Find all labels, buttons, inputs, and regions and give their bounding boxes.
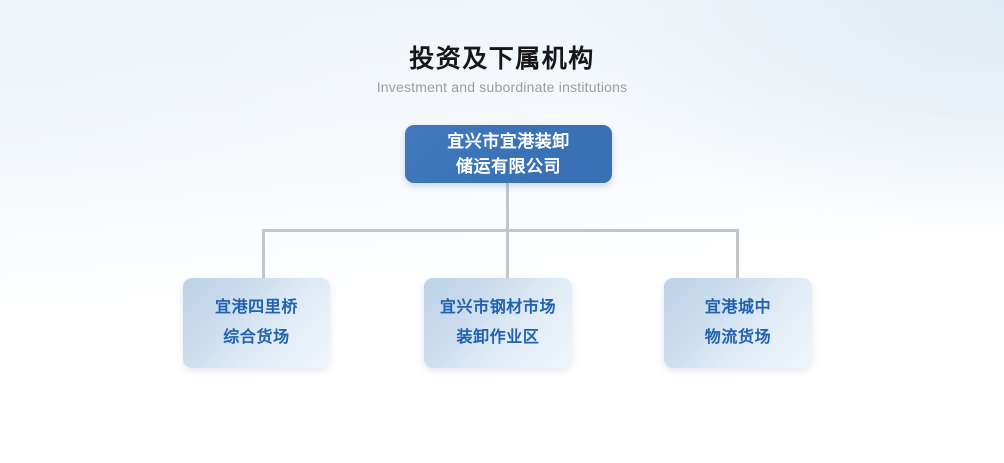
page-title: 投资及下属机构 (409, 45, 595, 73)
connector-stem-center (506, 229, 509, 279)
page-subtitle: Investment and subordinate institutions (376, 79, 628, 95)
connector-trunk (506, 182, 509, 232)
connector-horizontal-bus (262, 229, 739, 232)
org-node-child-label: 宜兴市钢材市场 装卸作业区 (439, 299, 557, 346)
org-node-child-label: 宜港城中 物流货场 (704, 299, 772, 346)
org-node-root-label: 宜兴市宜港装卸 储运有限公司 (447, 132, 570, 176)
org-node-child-chengzhong-logistics[interactable]: 宜港城中 物流货场 (664, 278, 812, 368)
page-header: 投资及下属机构 Investment and subordinate insti… (0, 44, 1004, 96)
org-node-root[interactable]: 宜兴市宜港装卸 储运有限公司 (405, 125, 612, 183)
connector-stem-left (262, 229, 265, 279)
org-node-child-label: 宜港四里桥 综合货场 (214, 299, 298, 346)
org-node-child-silijiao[interactable]: 宜港四里桥 综合货场 (183, 278, 330, 368)
org-node-child-steel-market[interactable]: 宜兴市钢材市场 装卸作业区 (424, 278, 572, 368)
connector-stem-right (736, 229, 739, 279)
